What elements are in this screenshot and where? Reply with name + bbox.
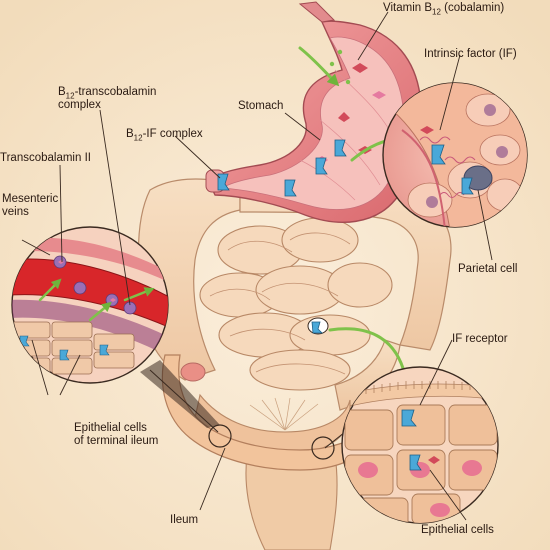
epithelial-cells-label: Epithelial cells (421, 524, 494, 536)
stomach-label: Stomach (238, 100, 284, 112)
mesenteric-vein-zoom (11, 226, 169, 384)
if-receptor-site (307, 317, 329, 335)
ileum-label: Ileum (170, 514, 199, 526)
parietal-cell-label: Parietal cell (458, 263, 518, 275)
mesentery-fan (249, 397, 319, 431)
leader-lines (21, 11, 493, 521)
epithelial-cells-terminal-ileum-label: Epithelial cells of terminal ileum (74, 422, 159, 447)
mesenteric-veins-label: Mesenteric veins (2, 193, 59, 218)
b12-transcobalamin-complex-label: B12-transcobalamin complex (58, 86, 157, 111)
if-receptor-label: IF receptor (452, 333, 508, 345)
ileum-zoom-marker (208, 424, 232, 448)
intrinsic-factor-label: Intrinsic factor (IF) (424, 48, 517, 60)
vitamin-b12-label: Vitamin B12 (cobalamin) (383, 2, 505, 17)
epithelium-zoom-marker (311, 436, 335, 460)
epithelial-cell-zoom (341, 366, 499, 524)
ileum-opening (180, 362, 206, 382)
b12-if-complex-label: B12-IF complex (126, 128, 203, 143)
stomach (205, 1, 423, 223)
zoom-wedge-left (140, 360, 220, 428)
intestine-folds (209, 232, 351, 375)
transcobalamin-ii-label: Transcobalamin II (0, 152, 91, 164)
small-intestine (199, 217, 393, 391)
